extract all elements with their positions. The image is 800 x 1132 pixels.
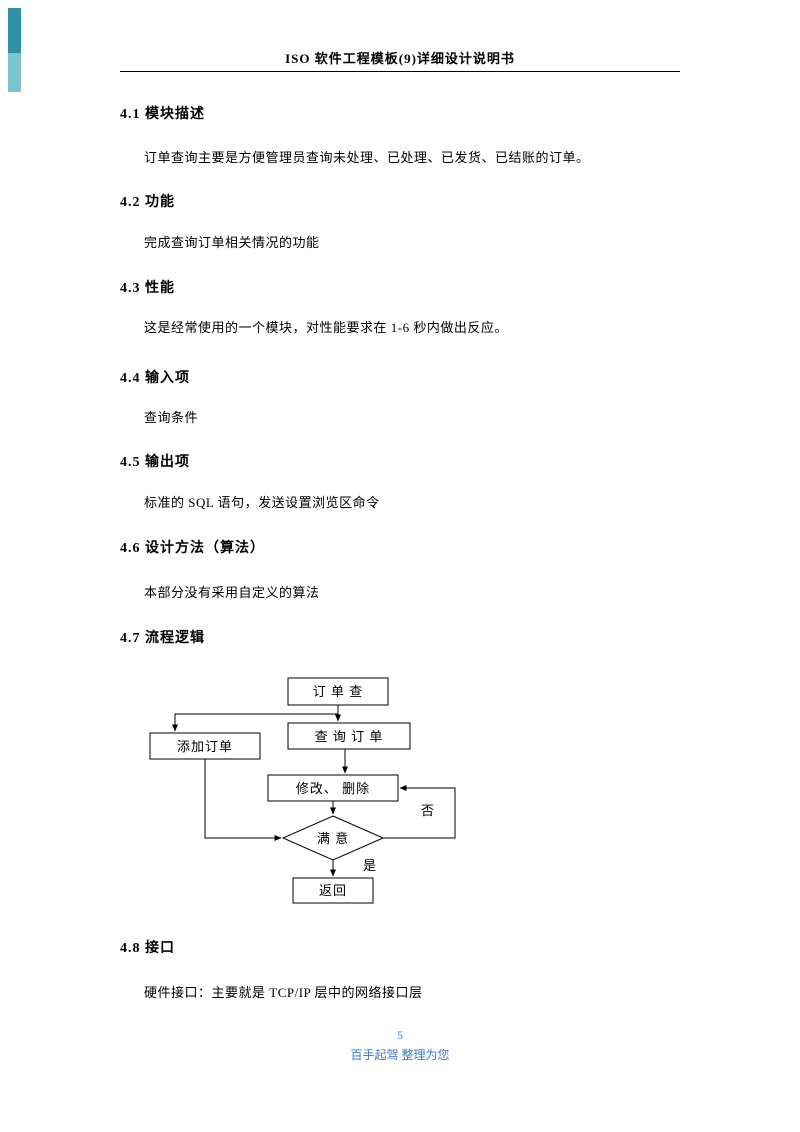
edge-no-loop — [383, 785, 456, 839]
node-modify-box — [267, 774, 399, 802]
node-end-box — [292, 877, 374, 904]
edge-label-no: 否 — [421, 803, 435, 818]
edge-branch-to-add — [172, 713, 338, 732]
section-body-4-3: 这是经常使用的一个模块，对性能要求在 1-6 秒内做出反应。 — [144, 320, 508, 335]
section-body-4-2: 完成查询订单相关情况的功能 — [144, 235, 320, 250]
section-body-4-4: 查询条件 — [144, 410, 199, 425]
node-decision-diamond — [281, 815, 385, 861]
header-rule — [120, 71, 680, 72]
node-query-box — [287, 722, 411, 750]
section-heading-4-5: 4.5 输出项 — [120, 455, 190, 470]
section-heading-4-7: 4.7 流程逻辑 — [120, 631, 205, 646]
node-add-label: 添加订单 — [177, 739, 233, 754]
edge-label-yes: 是 — [363, 858, 377, 873]
corner-accent-bar — [8, 8, 21, 92]
section-heading-4-1: 4.1 模块描述 — [120, 107, 205, 122]
section-heading-4-2: 4.2 功能 — [120, 195, 175, 210]
section-body-4-5: 标准的 SQL 语句，发送设置浏览区命令 — [144, 495, 380, 510]
section-body-4-1: 订单查询主要是方便管理员查询未处理、已处理、已发货、已结账的订单。 — [144, 150, 590, 165]
node-decision-label: 满 意 — [317, 831, 349, 846]
corner-accent-bar-top — [8, 8, 21, 53]
node-query-label: 查 询 订 单 — [315, 729, 384, 744]
section-body-4-8: 硬件接口：主要就是 TCP/IP 层中的网络接口层 — [144, 985, 423, 1000]
node-modify-label: 修改、 删除 — [296, 781, 370, 796]
section-heading-4-8: 4.8 接口 — [120, 941, 175, 956]
section-body-4-6: 本部分没有采用自定义的算法 — [144, 585, 320, 600]
header-title: ISO 软件工程模板(9)详细设计说明书 — [285, 51, 515, 66]
section-heading-4-4: 4.4 输入项 — [120, 371, 190, 386]
flowchart-4-7: 订 单 查 添加订单 查 询 订 单 修改、 删除 满 意 返回 否 是 — [149, 677, 456, 904]
node-start-box — [287, 677, 389, 706]
corner-accent-bar-bottom — [8, 53, 21, 92]
section-heading-4-6: 4.6 设计方法（算法） — [120, 541, 265, 556]
node-end-label: 返回 — [319, 883, 347, 898]
node-start-label: 订 单 查 — [313, 684, 364, 699]
node-add-box — [149, 732, 261, 760]
section-heading-4-3: 4.3 性能 — [120, 281, 175, 296]
footer-credit: 百手起驾 整理为您 — [350, 1048, 450, 1062]
edge-add-to-decision — [204, 759, 282, 841]
footer-page-number: 5 — [397, 1028, 403, 1042]
